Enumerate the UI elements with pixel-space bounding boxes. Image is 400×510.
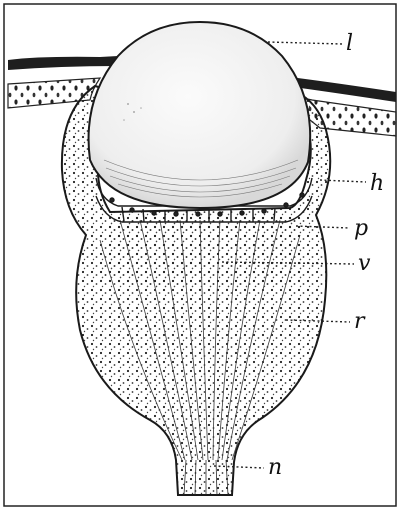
pigment-layer: [100, 212, 302, 290]
label-v: v: [358, 251, 371, 276]
label-h: h: [370, 171, 384, 196]
lens: [89, 22, 311, 208]
label-n: n: [268, 455, 282, 480]
label-p: p: [354, 216, 368, 241]
label-r: r: [354, 309, 366, 334]
label-l: l: [346, 31, 353, 56]
